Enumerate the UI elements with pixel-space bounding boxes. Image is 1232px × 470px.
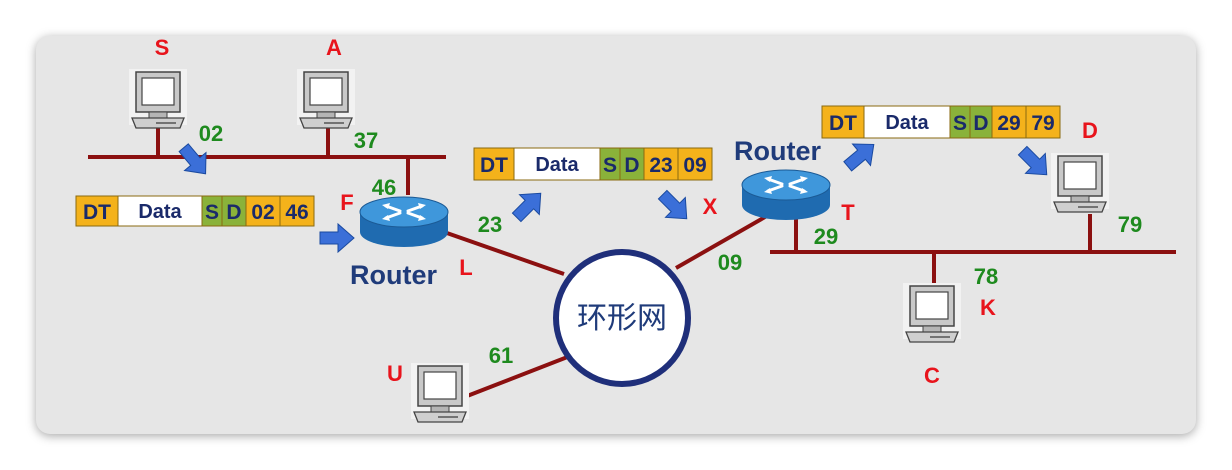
arrow-into-left-router-icon [319, 223, 355, 253]
iface-x-label: X [703, 194, 718, 219]
packet-3-src: 29 [997, 112, 1020, 135]
computer-c-icon [902, 282, 962, 343]
packet-2-dst-cell [677, 147, 713, 181]
packet-2-dt: DT [480, 154, 508, 177]
packet-1-s: S [205, 201, 219, 224]
addr-d: 79 [1118, 212, 1142, 237]
packet-3-data-cell [863, 105, 951, 139]
iface-f-label: F [340, 190, 353, 215]
iface-l-label: L [459, 255, 472, 280]
packet-2-s: S [603, 154, 617, 177]
right-router-label: Router [734, 136, 821, 166]
ring-label: 环形网 [577, 301, 667, 336]
addr-right-router-ring: 09 [718, 250, 742, 275]
computer-a-icon [296, 68, 356, 129]
arrow-to-d-icon [1012, 140, 1058, 186]
host-a-name: A [326, 35, 342, 60]
computer-d-icon [1050, 152, 1110, 213]
host-u-name: U [387, 361, 403, 386]
packet-1-dst-cell [279, 195, 315, 227]
packet-1-d: D [226, 201, 241, 224]
addr-left-router-ring: 23 [478, 212, 502, 237]
addr-s: 02 [199, 121, 223, 146]
iface-k-label: K [980, 295, 996, 320]
addr-u: 61 [489, 343, 513, 368]
addr-c: 78 [974, 264, 998, 289]
packet-3-d: D [973, 112, 988, 135]
arrow-into-ring-x-icon [652, 184, 698, 230]
packet-2: DT Data S D 23 09 [473, 147, 713, 181]
left-router-label: Router [350, 260, 437, 290]
packet-3-dt: DT [829, 112, 857, 135]
packet-1-src: 02 [251, 201, 274, 224]
packet-2-d-cell [619, 147, 645, 181]
link-u [461, 354, 571, 400]
addr-a: 37 [354, 128, 378, 153]
packet-2-data: Data [535, 154, 579, 176]
packet-2-data-cell [513, 147, 601, 181]
iface-t-label: T [841, 200, 855, 225]
link-left-router-ring [443, 230, 565, 276]
ring-network [553, 249, 691, 387]
packet-1-dst: 46 [285, 201, 308, 224]
right-router-icon [740, 168, 832, 222]
packet-3-dst-cell [1025, 105, 1061, 139]
host-c-name: C [924, 363, 940, 388]
packet-1-d-cell [221, 195, 247, 227]
host-d-name: D [1082, 118, 1098, 143]
packet-1-data-cell [117, 195, 203, 227]
packet-3-s: S [953, 112, 967, 135]
packet-2-dt-cell [473, 147, 515, 181]
packet-3-dst: 79 [1031, 112, 1054, 135]
packet-2-d: D [624, 154, 639, 177]
computer-u-icon [410, 362, 470, 423]
packet-3: DT Data S D 29 79 [821, 105, 1061, 139]
arrow-right-router-out-icon [838, 133, 884, 178]
packet-1: DT Data S D 02 46 [75, 195, 315, 227]
packet-1-data: Data [138, 201, 182, 223]
packet-2-dst: 09 [683, 154, 706, 177]
addr-left-router-lan: 46 [372, 175, 396, 200]
packet-1-src-cell [245, 195, 281, 227]
packet-1-dt-cell [75, 195, 119, 227]
packet-1-dt: DT [83, 201, 111, 224]
host-s-name: S [155, 35, 170, 60]
packet-2-src: 23 [649, 154, 672, 177]
computer-s-icon [128, 68, 188, 129]
packet-3-data: Data [885, 112, 929, 134]
left-router-icon [358, 195, 450, 249]
arrow-left-router-out-icon [506, 182, 552, 228]
addr-right-router-lan: 29 [814, 224, 838, 249]
